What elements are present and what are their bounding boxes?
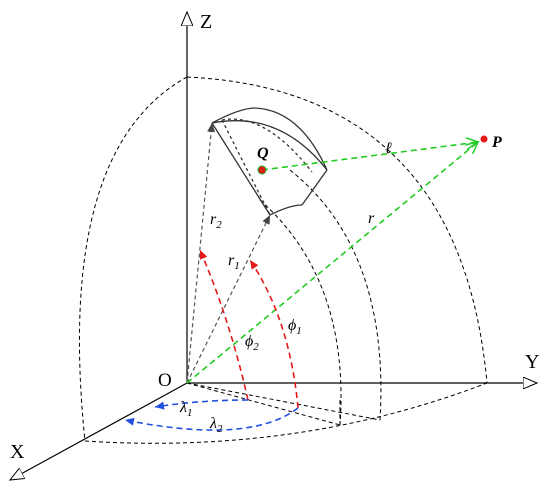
outer-arc-zy bbox=[186, 76, 488, 384]
r2-base: r bbox=[210, 211, 217, 228]
lambda1-sub: 1 bbox=[187, 407, 193, 419]
r-label: r bbox=[368, 210, 375, 227]
tesseroid-left-edge bbox=[211, 122, 271, 216]
r-vector bbox=[186, 142, 478, 384]
point-q-label: Q bbox=[257, 145, 269, 162]
point-q-marker bbox=[257, 165, 267, 175]
lambda1-label: λ1 bbox=[179, 399, 192, 419]
l-vector bbox=[261, 142, 478, 171]
r2-sub: 2 bbox=[216, 219, 222, 231]
inner-arc-2 bbox=[289, 169, 382, 421]
phi1-base: ϕ bbox=[288, 317, 296, 334]
tesseroid-top-front bbox=[211, 120, 328, 171]
r1-base: r bbox=[228, 252, 235, 269]
origin-label: O bbox=[158, 370, 172, 391]
phi2-arc bbox=[199, 249, 249, 401]
points bbox=[257, 135, 488, 175]
lambda1-arc bbox=[154, 399, 249, 410]
lambda2-label: λ2 bbox=[209, 415, 223, 435]
tesseroid-bottom bbox=[269, 204, 303, 216]
lambda2-sub: 2 bbox=[217, 423, 223, 435]
x-axis-label: X bbox=[10, 441, 25, 463]
phi1-sub: 1 bbox=[296, 325, 302, 337]
r1-label: r1 bbox=[228, 252, 240, 272]
lambda2-arc bbox=[124, 407, 299, 431]
phi2-label: ϕ2 bbox=[245, 333, 259, 353]
r2-label: r2 bbox=[210, 211, 222, 231]
tesseroid bbox=[211, 107, 328, 216]
proj-line-2 bbox=[186, 382, 381, 421]
outer-arc-xy bbox=[84, 382, 488, 444]
lambda2-base: λ bbox=[209, 415, 217, 432]
proj-line-1 bbox=[186, 382, 341, 426]
inner-arc-1 bbox=[259, 199, 342, 426]
phi2-base: ϕ bbox=[245, 333, 253, 350]
axes bbox=[10, 12, 537, 480]
tesseroid-right-edge bbox=[301, 169, 328, 206]
r1-sub: 1 bbox=[234, 260, 240, 272]
radius-vectors bbox=[186, 122, 271, 384]
x-axis bbox=[10, 382, 188, 480]
outer-arc-zx bbox=[78, 76, 188, 442]
r1-vector bbox=[186, 214, 271, 384]
l-label: ℓ bbox=[385, 140, 392, 157]
sphere-outline bbox=[78, 76, 488, 444]
phi1-label: ϕ1 bbox=[288, 317, 302, 337]
green-vectors bbox=[186, 142, 478, 384]
y-axis-label: Y bbox=[525, 351, 539, 373]
latitude-arcs bbox=[199, 249, 299, 409]
z-axis-label: Z bbox=[200, 11, 212, 33]
point-p-marker bbox=[480, 135, 488, 143]
phi1-arc bbox=[249, 259, 299, 409]
longitude-arcs bbox=[124, 399, 299, 431]
lambda1-base: λ bbox=[179, 399, 187, 416]
r2-vector bbox=[186, 122, 216, 384]
tesseroid-top-back bbox=[211, 107, 328, 171]
point-p-label: P bbox=[491, 134, 502, 151]
phi2-sub: 2 bbox=[253, 341, 259, 353]
